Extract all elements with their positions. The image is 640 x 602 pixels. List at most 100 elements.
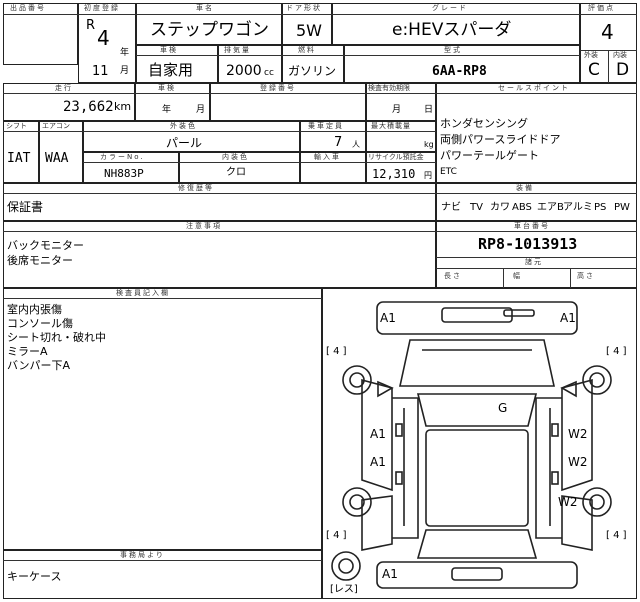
history-label: 修復歴等 — [178, 184, 214, 192]
color-number-box — [83, 152, 179, 183]
equipment-pw: PW — [614, 202, 630, 213]
chassis-number: RP8-1013913 — [478, 235, 578, 253]
shift-label: シフト — [6, 122, 27, 130]
displacement-label: 排気量 — [224, 46, 251, 54]
sales-points-box — [436, 83, 637, 183]
damage-mark: A1 — [380, 311, 396, 325]
damage-mark: A1 — [382, 567, 398, 581]
inspection-box — [135, 83, 210, 121]
model-name-label: 車名 — [196, 4, 214, 12]
seller-notes-box — [3, 550, 322, 599]
registration-month: 11 — [92, 64, 109, 79]
sales-point-2: 両側パワースライドドア — [440, 133, 561, 146]
inner-color-box — [179, 152, 300, 183]
purpose-label: 車検 — [160, 46, 178, 54]
grade-box — [332, 3, 580, 45]
door-type: 5W — [296, 21, 322, 40]
recycle-deposit: 12,310 — [372, 167, 416, 181]
damage-mark: A1 — [560, 311, 576, 325]
note-2: 後席モニター — [7, 254, 73, 267]
notes-label: 注意事項 — [186, 222, 222, 230]
expiry-box — [366, 83, 436, 121]
length-label: 長さ — [444, 272, 462, 280]
grade-label: グレード — [432, 4, 468, 12]
shift: IAT — [7, 151, 31, 166]
import-label: 輸入車 — [314, 153, 341, 161]
car-diagram: A1 A1 G A1 A1 W2 W2 W2 A1 [ 4 ] [ 4 ] [ … — [326, 301, 627, 595]
inner-color-label: 内装色 — [222, 153, 249, 161]
expiry-label: 検査有効期限 — [368, 84, 410, 92]
displacement-box — [218, 45, 282, 83]
inspector-box — [3, 288, 322, 550]
capacity-box — [300, 121, 366, 152]
damage-mark: G — [498, 401, 507, 415]
fuel-label: 燃料 — [298, 46, 316, 54]
note-1: バックモニター — [7, 239, 84, 252]
model-name: ステップワゴン — [150, 20, 269, 40]
fuel-box — [282, 45, 344, 83]
sales-point-3: パワーテールゲート — [440, 149, 539, 162]
equipment-label: 装備 — [516, 184, 534, 192]
lot-number-label: 出品番号 — [10, 4, 46, 12]
inspection-label: 車検 — [158, 84, 176, 92]
recycle-box — [366, 152, 436, 183]
max-load-label: 最大積載量 — [371, 122, 411, 130]
first-registration-box — [78, 3, 136, 83]
capacity: 7 — [334, 135, 343, 150]
tire-mark: [ 4 ] — [326, 530, 347, 541]
car-outline — [331, 301, 612, 589]
mileage-box — [3, 83, 135, 121]
history-box — [3, 183, 436, 221]
door-type-box — [282, 3, 332, 45]
spare-tire-mark: [レス] — [330, 584, 358, 595]
color-number: NH883P — [104, 167, 144, 180]
inspection-month-unit: 月 — [196, 105, 206, 115]
equipment-abs: ABS — [512, 202, 532, 213]
history: 保証書 — [7, 200, 44, 214]
grade: e:HEVスパーダ — [392, 20, 512, 40]
year-unit: 年 — [120, 48, 130, 58]
registration-year: 4 — [97, 26, 110, 50]
outer-color: パール — [166, 136, 203, 150]
expiry-day-unit: 日 — [424, 105, 434, 115]
model-code-label: 型式 — [444, 46, 462, 54]
seller-note: キーケース — [7, 570, 62, 583]
inspector-label: 検査員記入欄 — [116, 289, 170, 297]
equipment-tv: TV — [470, 202, 483, 213]
damage-mark: W2 — [568, 455, 588, 469]
equipment-kawa: カワ — [490, 202, 510, 213]
purpose: 自家用 — [148, 61, 194, 79]
damage-mark: A1 — [370, 427, 386, 441]
aircon: WAA — [45, 151, 69, 166]
era-prefix: R — [86, 18, 96, 33]
damage-mark: A1 — [370, 455, 386, 469]
tire-marks: [ 4 ] [ 4 ] [ 4 ] [ 4 ] [レス] — [326, 346, 627, 595]
recycle-label: リサイクル預託金 — [368, 153, 424, 161]
equipment-box — [436, 183, 637, 221]
registration-number-label: 登録番号 — [260, 84, 296, 92]
notes-box — [3, 221, 436, 288]
equipment-navi: ナビ — [441, 202, 461, 213]
model-name-box — [136, 3, 282, 45]
displacement-unit: cc — [264, 68, 274, 78]
fuel: ガソリン — [288, 64, 337, 78]
capacity-unit: 人 — [352, 140, 360, 149]
exterior-score-label: 外装 — [584, 51, 598, 59]
interior-score: D — [616, 60, 630, 80]
sales-point-1: ホンダセンシング — [440, 117, 528, 130]
exterior-score: C — [588, 60, 600, 80]
inspection-year-unit: 年 — [162, 105, 172, 115]
interior-score-label: 内装 — [613, 51, 627, 59]
expiry-month-unit: 月 — [392, 105, 402, 115]
registration-number-box — [210, 83, 366, 121]
capacity-label: 乗車定員 — [308, 122, 344, 130]
max-load-box — [366, 121, 436, 152]
height-label: 高さ — [577, 272, 595, 280]
sales-point-4: ETC — [440, 167, 457, 177]
import-box — [300, 152, 366, 183]
equipment-airbag: エアB — [537, 202, 564, 213]
inspector-note-4: ミラーA — [7, 345, 48, 358]
inspector-note-2: コンソール傷 — [7, 317, 73, 330]
month-unit: 月 — [120, 66, 130, 76]
